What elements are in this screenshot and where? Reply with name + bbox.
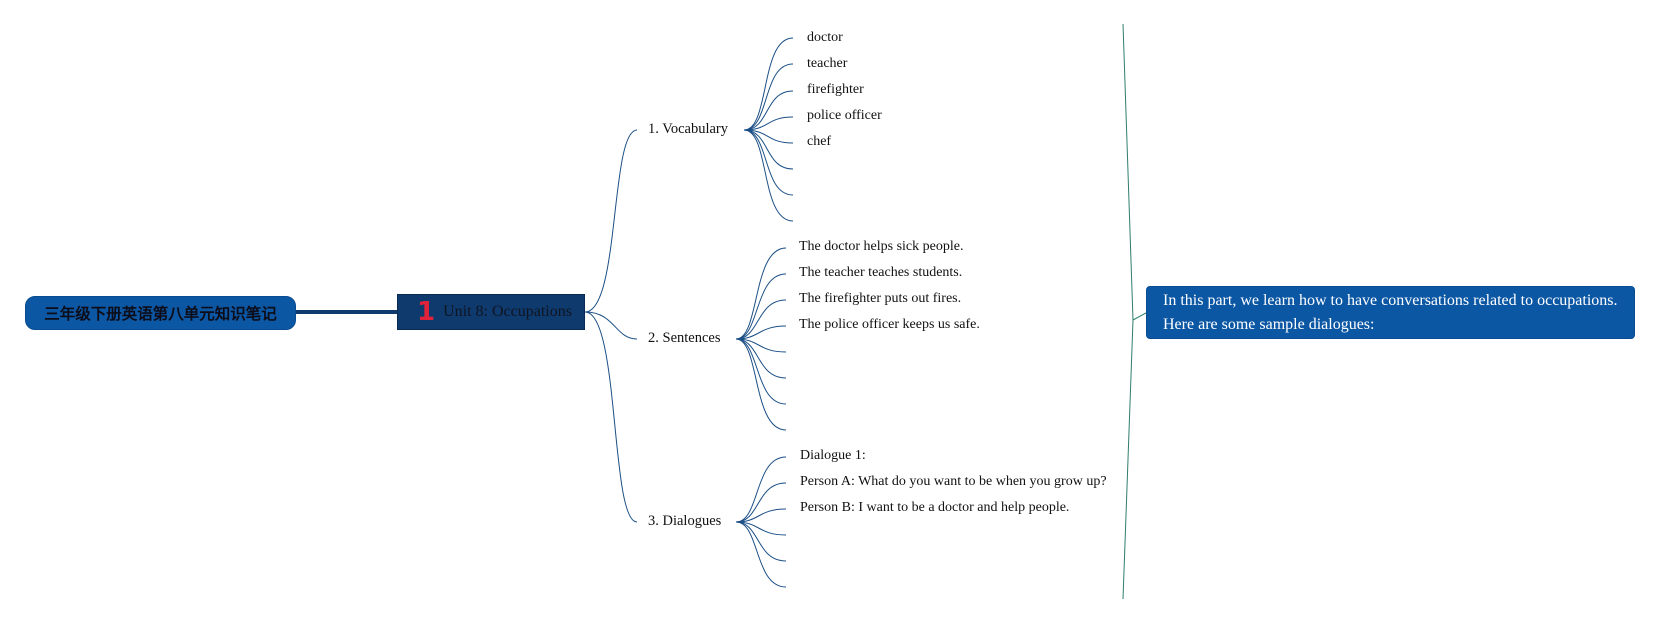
root-topic[interactable]: 三年级下册英语第八单元知识笔记 (25, 296, 296, 330)
vocabulary-item[interactable]: teacher (807, 56, 848, 71)
sentence-item[interactable]: The police officer keeps us safe. (799, 317, 980, 332)
unit-title: Unit 8: Occupations (443, 303, 572, 320)
section-vocabulary[interactable]: 1. Vocabulary (648, 121, 729, 137)
sentence-item[interactable]: The teacher teaches students. (799, 265, 963, 280)
dialogue-item[interactable]: Person A: What do you want to be when yo… (800, 474, 1107, 489)
dialogues-connectors (735, 456, 787, 588)
root-title: 三年级下册英语第八单元知识笔记 (44, 305, 277, 323)
section-connector (584, 311, 638, 523)
summary-note[interactable]: In this part, we learn how to have conve… (1146, 286, 1635, 339)
section-connector (584, 129, 638, 313)
sentence-item[interactable]: The firefighter puts out fires. (799, 291, 962, 306)
summary-bracket (1122, 23, 1134, 600)
vocabulary-item[interactable]: doctor (807, 30, 843, 45)
section-sentences[interactable]: 2. Sentences (648, 330, 721, 346)
unit-topic[interactable]: 1 Unit 8: Occupations (397, 294, 585, 330)
sentence-item[interactable]: The doctor helps sick people. (799, 239, 964, 254)
unit-number: 1 (417, 297, 436, 327)
section-dialogues[interactable]: 3. Dialogues (648, 513, 722, 529)
sentences-connectors (735, 247, 787, 431)
dialogue-item[interactable]: Person B: I want to be a doctor and help… (800, 500, 1070, 515)
section-connector (584, 311, 638, 340)
vocabulary-connectors (743, 37, 794, 222)
vocabulary-item[interactable]: police officer (807, 108, 882, 123)
summary-note-line: Here are some sample dialogues: (1163, 316, 1375, 333)
dialogue-item[interactable]: Dialogue 1: (800, 448, 866, 463)
vocabulary-item[interactable]: firefighter (807, 82, 864, 97)
summary-connector (1132, 312, 1147, 321)
summary-note-line: In this part, we learn how to have conve… (1163, 292, 1618, 309)
vocabulary-item[interactable]: chef (807, 134, 832, 149)
